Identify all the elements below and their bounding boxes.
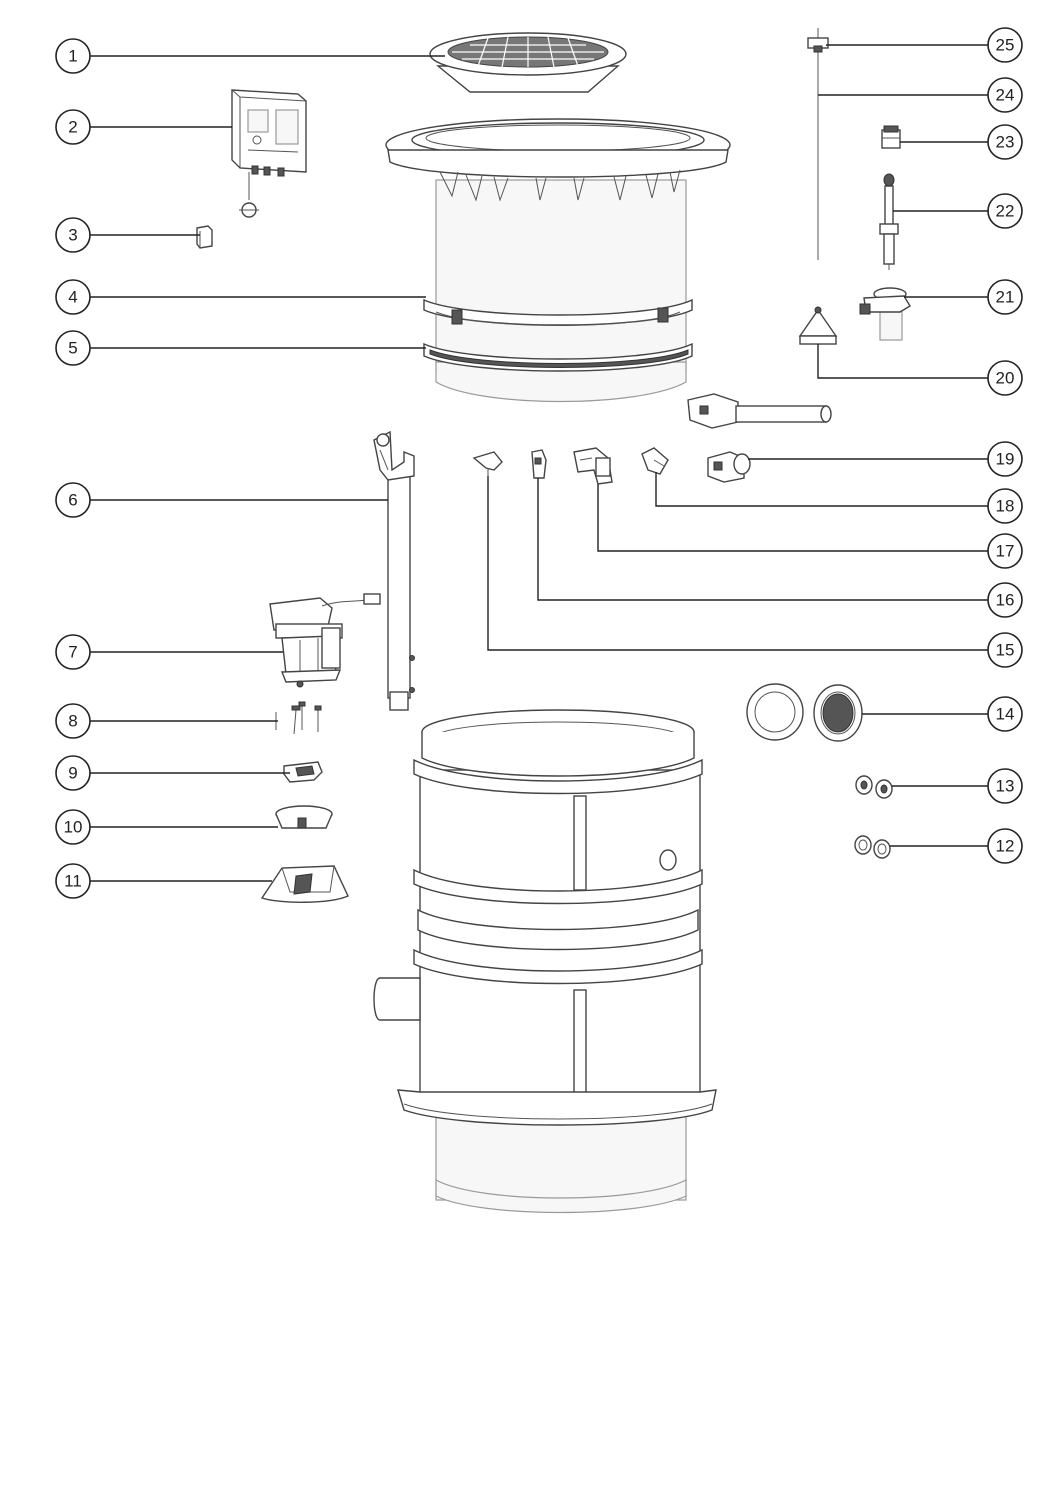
part-bracket-15 (472, 451, 503, 478)
callout-22: 22 (987, 193, 1023, 229)
callout-label: 5 (68, 339, 77, 358)
callout-19: 19 (987, 441, 1023, 477)
callout-label: 21 (996, 288, 1015, 307)
part-lower-tank (373, 709, 717, 1214)
callout-10: 10 (55, 809, 91, 845)
callout-label: 19 (996, 450, 1015, 469)
callout-label: 9 (68, 764, 77, 783)
callout-label: 25 (996, 36, 1015, 55)
callout-6: 6 (55, 482, 91, 518)
callout-label: 13 (996, 777, 1015, 796)
callout-7: 7 (55, 634, 91, 670)
callout-12: 12 (987, 828, 1023, 864)
callout-4: 4 (55, 279, 91, 315)
callout-label: 10 (64, 818, 83, 837)
callout-label: 24 (996, 86, 1015, 105)
callout-2: 2 (55, 109, 91, 145)
callout-11: 11 (55, 863, 91, 899)
callout-17: 17 (987, 533, 1023, 569)
callout-24: 24 (987, 77, 1023, 113)
callout-label: 16 (996, 591, 1015, 610)
callout-label: 14 (996, 705, 1015, 724)
part-holder (275, 805, 333, 829)
callout-label: 20 (996, 369, 1015, 388)
callout-label: 18 (996, 497, 1015, 516)
leader-lines (90, 44, 988, 882)
part-upper-frame (385, 118, 731, 371)
callout-8: 8 (55, 703, 91, 739)
callout-label: 12 (996, 837, 1015, 856)
part-probe (879, 173, 899, 270)
callout-1: 1 (55, 38, 91, 74)
callout-label: 3 (68, 226, 77, 245)
part-clamp-ring (423, 298, 693, 326)
part-control-box (231, 89, 307, 218)
part-sealing-rings (746, 683, 863, 742)
part-pump (269, 593, 381, 688)
callout-21: 21 (987, 279, 1023, 315)
callout-16: 16 (987, 582, 1023, 618)
part-nuts (855, 775, 893, 799)
part-nut-block (881, 125, 901, 149)
callout-3: 3 (55, 217, 91, 253)
callout-label: 8 (68, 712, 77, 731)
part-clip (283, 761, 323, 783)
part-bracket-18 (641, 447, 669, 475)
part-valve (687, 393, 832, 483)
callout-label: 4 (68, 288, 77, 307)
callout-23: 23 (987, 124, 1023, 160)
callout-9: 9 (55, 755, 91, 791)
part-rod-head (807, 28, 829, 53)
part-cone-float (798, 306, 838, 345)
callout-label: 22 (996, 202, 1015, 221)
part-grate-cover (429, 32, 627, 93)
callout-5: 5 (55, 330, 91, 366)
callout-label: 23 (996, 133, 1015, 152)
callout-label: 2 (68, 118, 77, 137)
callout-25: 25 (987, 27, 1023, 63)
callout-label: 1 (68, 47, 77, 66)
part-washers (854, 835, 891, 859)
part-elbow-17 (573, 447, 613, 485)
callout-label: 6 (68, 491, 77, 510)
callout-18: 18 (987, 488, 1023, 524)
callout-label: 7 (68, 643, 77, 662)
part-small-block (196, 225, 213, 249)
callout-14: 14 (987, 696, 1023, 732)
part-riser-pipe (373, 430, 415, 711)
part-screws (275, 701, 322, 735)
callout-label: 15 (996, 641, 1015, 660)
callout-13: 13 (987, 768, 1023, 804)
part-fitting-16 (531, 449, 547, 479)
part-base-stand (260, 865, 349, 903)
part-sensor-housing (859, 287, 911, 341)
callout-label: 11 (64, 872, 82, 891)
callout-20: 20 (987, 360, 1023, 396)
callout-label: 17 (996, 542, 1015, 561)
callout-15: 15 (987, 632, 1023, 668)
part-gasket-ring (423, 342, 693, 403)
